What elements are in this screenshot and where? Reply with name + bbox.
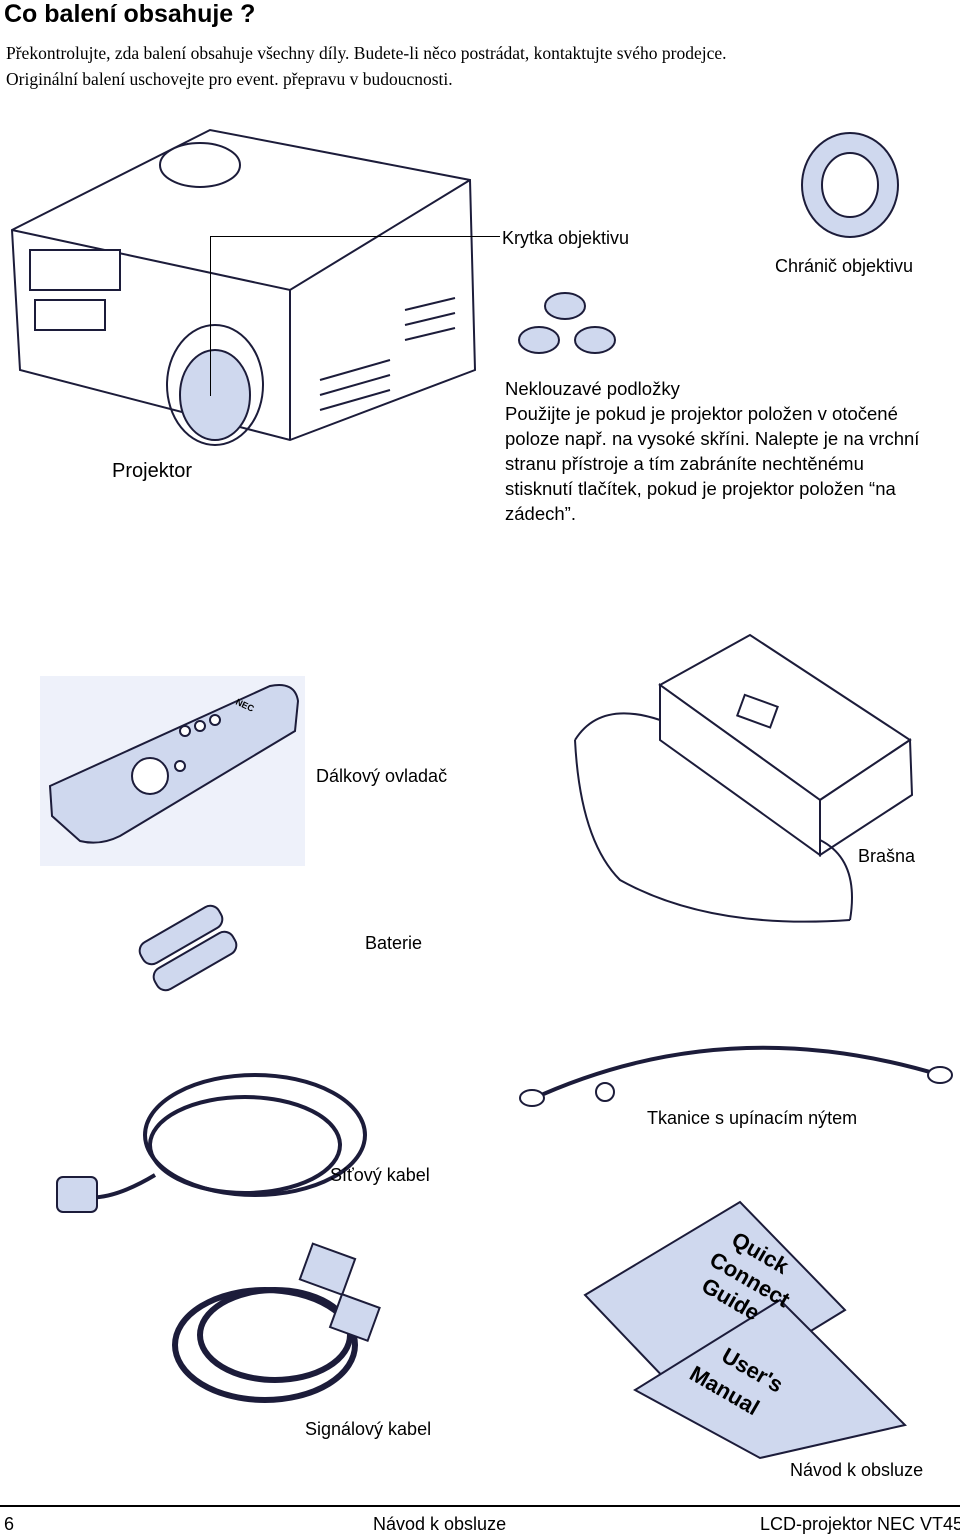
pads-line-2: poloze např. na vysoké skříni. Nalepte j…: [505, 428, 920, 449]
pads-line-5: zádech”.: [505, 503, 576, 524]
manuals-illustration: Quick Connect Guide User's Manual: [583, 1200, 907, 1460]
pads-description: Neklouzavé podložky Použijte je pokud je…: [505, 376, 955, 526]
lens-cover-leader-line: [210, 236, 500, 237]
manual-label: Návod k obsluze: [790, 1460, 924, 1480]
footer-center: Návod k obsluze: [373, 1514, 507, 1534]
strap-label: Tkanice s upínacím nýtem: [647, 1108, 858, 1128]
lens-cover-label: Krytka objektivu: [502, 228, 630, 248]
pads-illustration: [518, 292, 616, 354]
intro-line-2: Originální balení uschovejte pro event. …: [6, 69, 453, 89]
pads-line-3: stranu přístroje a tím zabráníte nechtěn…: [505, 453, 864, 474]
footer-page-number: 6: [4, 1514, 15, 1534]
intro-line-1: Překontrolujte, zda balení obsahuje všec…: [6, 43, 727, 63]
bag-label: Brašna: [858, 846, 916, 866]
bag-illustration: [574, 633, 914, 923]
projector-label: Projektor: [112, 460, 193, 482]
batteries-label: Baterie: [365, 933, 423, 953]
page-title: Co balení obsahuje ?: [4, 0, 256, 28]
remote-illustration: NEC: [40, 676, 305, 866]
lens-protector-illustration: [801, 132, 899, 238]
remote-label: Dálkový ovladač: [316, 766, 448, 786]
power-cable-illustration: [56, 1073, 367, 1213]
pads-line-4: stisknutí tlačítek, pokud je projektor p…: [505, 478, 896, 499]
footer-rule: [0, 1505, 960, 1507]
power-cable-label: Síťový kabel: [330, 1165, 430, 1185]
pads-line-1: Použijte je pokud je projektor položen v…: [505, 403, 898, 424]
signal-cable-label: Signálový kabel: [305, 1419, 432, 1439]
footer-right: LCD-projektor NEC VT45: [760, 1514, 960, 1534]
lens-cover-leader-drop: [210, 236, 211, 396]
projector-illustration: [10, 128, 477, 446]
lens-protector-label: Chránič objektivu: [775, 256, 914, 276]
signal-cable-illustration: [172, 1242, 381, 1403]
pads-title: Neklouzavé podložky: [505, 378, 680, 399]
intro-text: Překontrolujte, zda balení obsahuje všec…: [6, 40, 946, 92]
strap-illustration: [519, 1045, 953, 1107]
batteries-illustration: [138, 904, 238, 992]
